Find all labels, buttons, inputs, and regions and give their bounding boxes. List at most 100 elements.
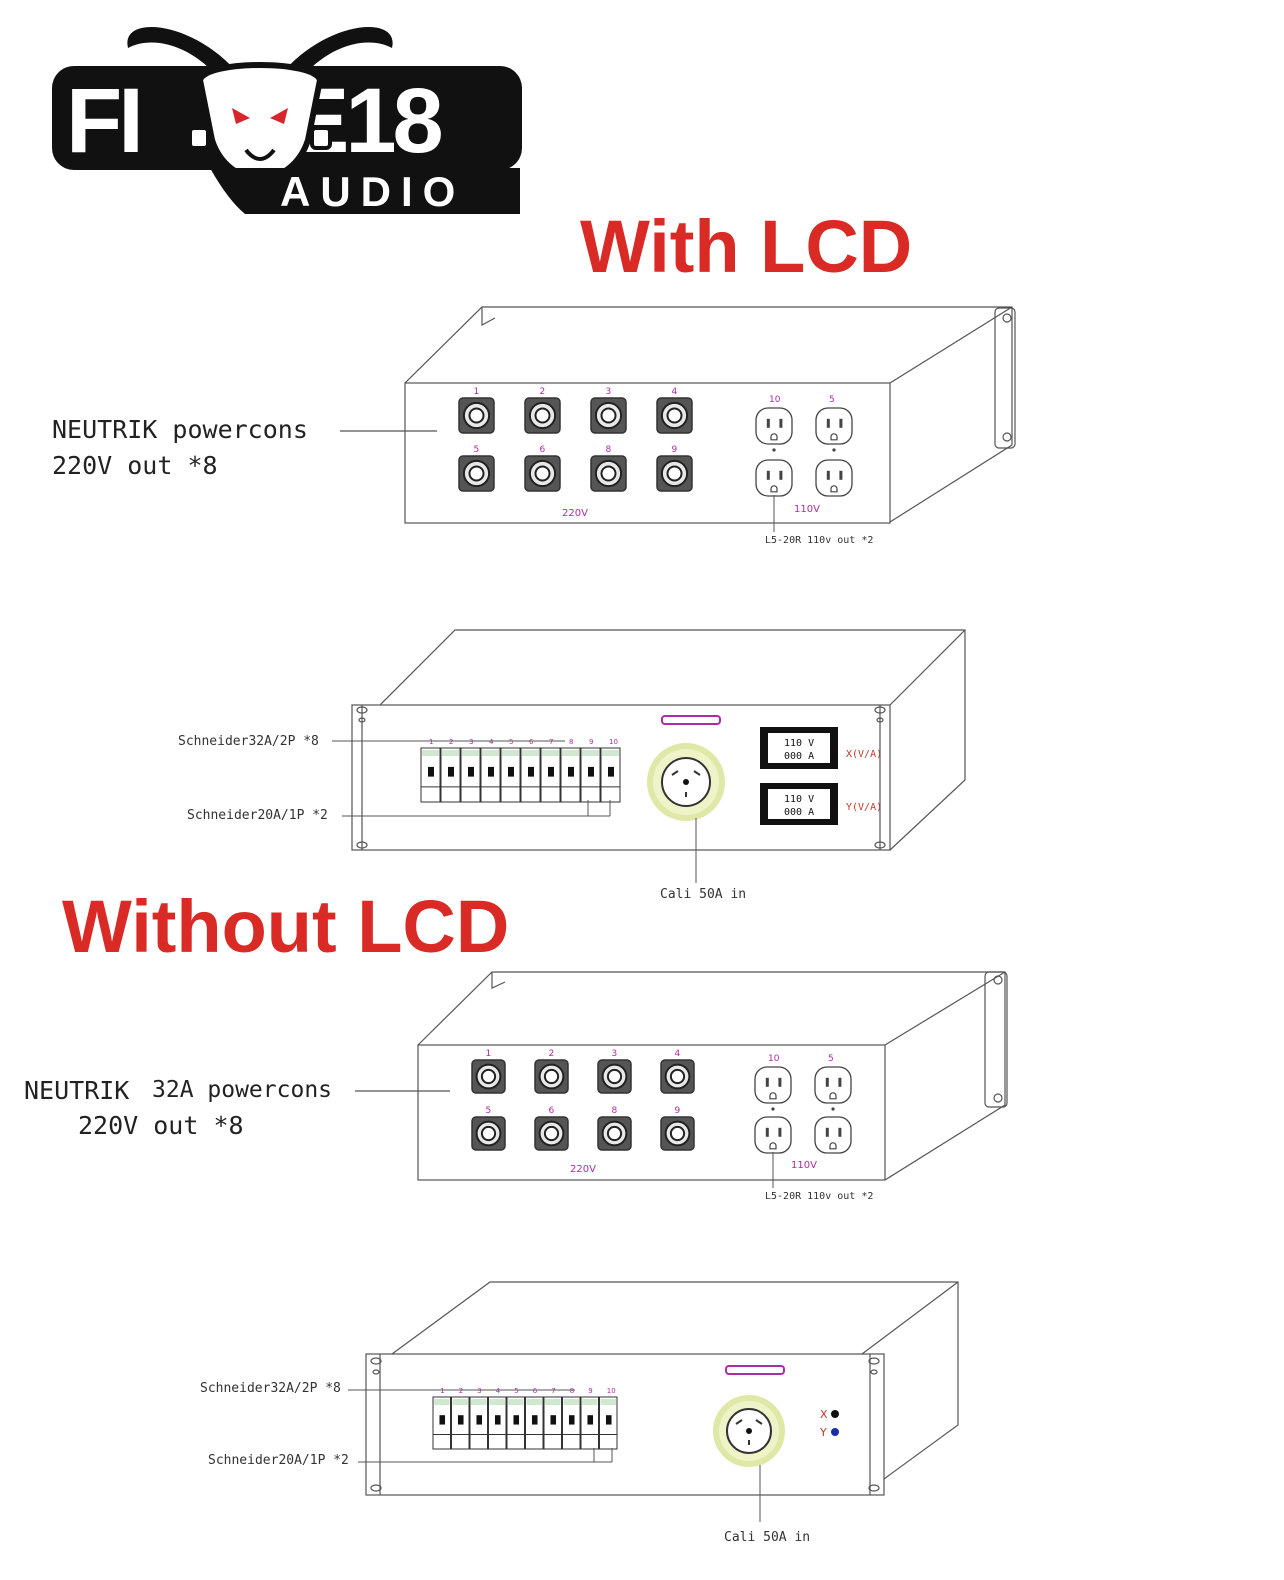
l5-20r-outlet (755, 407, 793, 445)
powercon-connector (524, 455, 561, 492)
inlet-callout: Cali 50A in (660, 887, 746, 902)
powercon-number: 3 (606, 387, 612, 397)
breaker-number: 9 (589, 738, 593, 746)
circuit-breaker (562, 1396, 581, 1450)
circuit-breaker (506, 1396, 525, 1450)
indicator-x-label: X (820, 1408, 828, 1421)
outlet-number: 5 (829, 395, 835, 405)
breaker-number: 4 (496, 1387, 501, 1395)
powercon-number: 4 (675, 1049, 681, 1059)
inlet-callout-2: Cali 50A in (724, 1530, 810, 1545)
powercon-number: 8 (606, 445, 612, 455)
indicator-x-dot (831, 1410, 839, 1418)
circuit-breaker (420, 747, 441, 803)
outlet-callout-2: L5-20R 110v out *2 (765, 1191, 873, 1202)
magenta-label-plate (661, 715, 721, 725)
breaker-number: 7 (551, 1387, 555, 1395)
l5-20r-outlet (814, 1116, 852, 1154)
circuit-breaker (432, 1396, 451, 1450)
circuit-breaker (480, 747, 501, 803)
breaker-number: 6 (533, 1387, 538, 1395)
rear-panel-without-lcd (365, 1281, 959, 1496)
outlet-number: 10 (769, 395, 781, 405)
svg-text:000 A: 000 A (784, 807, 814, 818)
circuit-breaker (560, 747, 581, 803)
cali-50a-inlet-2 (713, 1395, 785, 1467)
circuit-breaker (540, 747, 561, 803)
callout-breaker-32a-2: Schneider32A/2P *8 (200, 1381, 341, 1396)
circuit-breaker (543, 1396, 562, 1450)
breaker-number: 2 (449, 738, 453, 746)
circuit-breaker (580, 747, 601, 803)
circuit-breaker (525, 1396, 544, 1450)
powercon-number: 9 (675, 1106, 681, 1116)
callout-breaker-20a-2: Schneider20A/1P *2 (208, 1453, 349, 1468)
breaker-number: 6 (529, 738, 534, 746)
powercon-connector (597, 1059, 632, 1094)
l5-20r-outlet (815, 407, 853, 445)
powercon-number: 9 (672, 445, 678, 455)
powercon-number: 2 (540, 387, 546, 397)
breaker-number: 2 (459, 1387, 463, 1395)
breaker-number: 8 (570, 1387, 574, 1395)
powercon-number: 5 (486, 1106, 492, 1116)
outlet-grid-1: 10 5 (755, 395, 853, 497)
powercon-number: 8 (612, 1106, 618, 1116)
label-220v-2: 220V (570, 1164, 596, 1175)
l5-20r-outlet (754, 1066, 792, 1104)
breaker-number: 3 (477, 1387, 481, 1395)
circuit-breaker (580, 1396, 599, 1450)
label-110v: 110V (794, 504, 820, 515)
powercon-connector (590, 397, 627, 434)
heading-with-lcd: With LCD (580, 205, 912, 288)
breaker-number: 1 (429, 738, 433, 746)
indicator-y-label: Y (819, 1426, 827, 1439)
meter-x-label: X(V/A) (846, 749, 882, 760)
powercon-number: 3 (612, 1049, 618, 1059)
powercon-number: 5 (474, 445, 480, 455)
breaker-number: 1 (440, 1387, 444, 1395)
svg-text:110 V: 110 V (784, 794, 814, 805)
powercon-connector (534, 1059, 569, 1094)
l5-20r-outlet (755, 459, 793, 497)
lcd-meter-x: 110 V 000 A (760, 727, 838, 769)
cali-50a-inlet (647, 743, 725, 821)
breaker-number: 7 (549, 738, 553, 746)
powercon-connector (656, 397, 693, 434)
brand-logo: FI E18 AUDIO (52, 27, 522, 215)
circuit-breaker (600, 747, 621, 803)
circuit-breaker (500, 747, 521, 803)
phase-indicators: X Y (819, 1408, 839, 1439)
powercon-number: 4 (672, 387, 678, 397)
outlet-number: 10 (768, 1054, 780, 1064)
front-panel-without-lcd (417, 971, 1008, 1181)
l5-20r-outlet (754, 1116, 792, 1154)
meter-y-label: Y(V/A) (846, 802, 882, 813)
breaker-number: 5 (514, 1387, 518, 1395)
svg-text:AUDIO: AUDIO (280, 168, 465, 215)
callout-neutrik2-line2: 220V out *8 (78, 1111, 244, 1140)
label-110v-2: 110V (791, 1160, 817, 1171)
svg-text:000 A: 000 A (784, 751, 814, 762)
circuit-breaker (451, 1396, 470, 1450)
circuit-breaker (599, 1396, 618, 1450)
svg-text:FI: FI (66, 70, 140, 172)
heading-without-lcd: Without LCD (62, 885, 509, 968)
powercon-connector (656, 455, 693, 492)
powercon-number: 2 (549, 1049, 555, 1059)
svg-text:110 V: 110 V (784, 738, 814, 749)
powercon-number: 1 (474, 387, 480, 397)
breaker-number: 8 (569, 738, 573, 746)
outlet-grid-2: 10 5 (754, 1054, 852, 1154)
outlet-number: 5 (828, 1054, 834, 1064)
breaker-number: 3 (469, 738, 473, 746)
circuit-breaker (520, 747, 541, 803)
breaker-number: 10 (607, 1387, 616, 1395)
powercon-connector (524, 397, 561, 434)
callout-neutrik-line2: 220V out *8 (52, 451, 218, 480)
circuit-breaker (469, 1396, 488, 1450)
